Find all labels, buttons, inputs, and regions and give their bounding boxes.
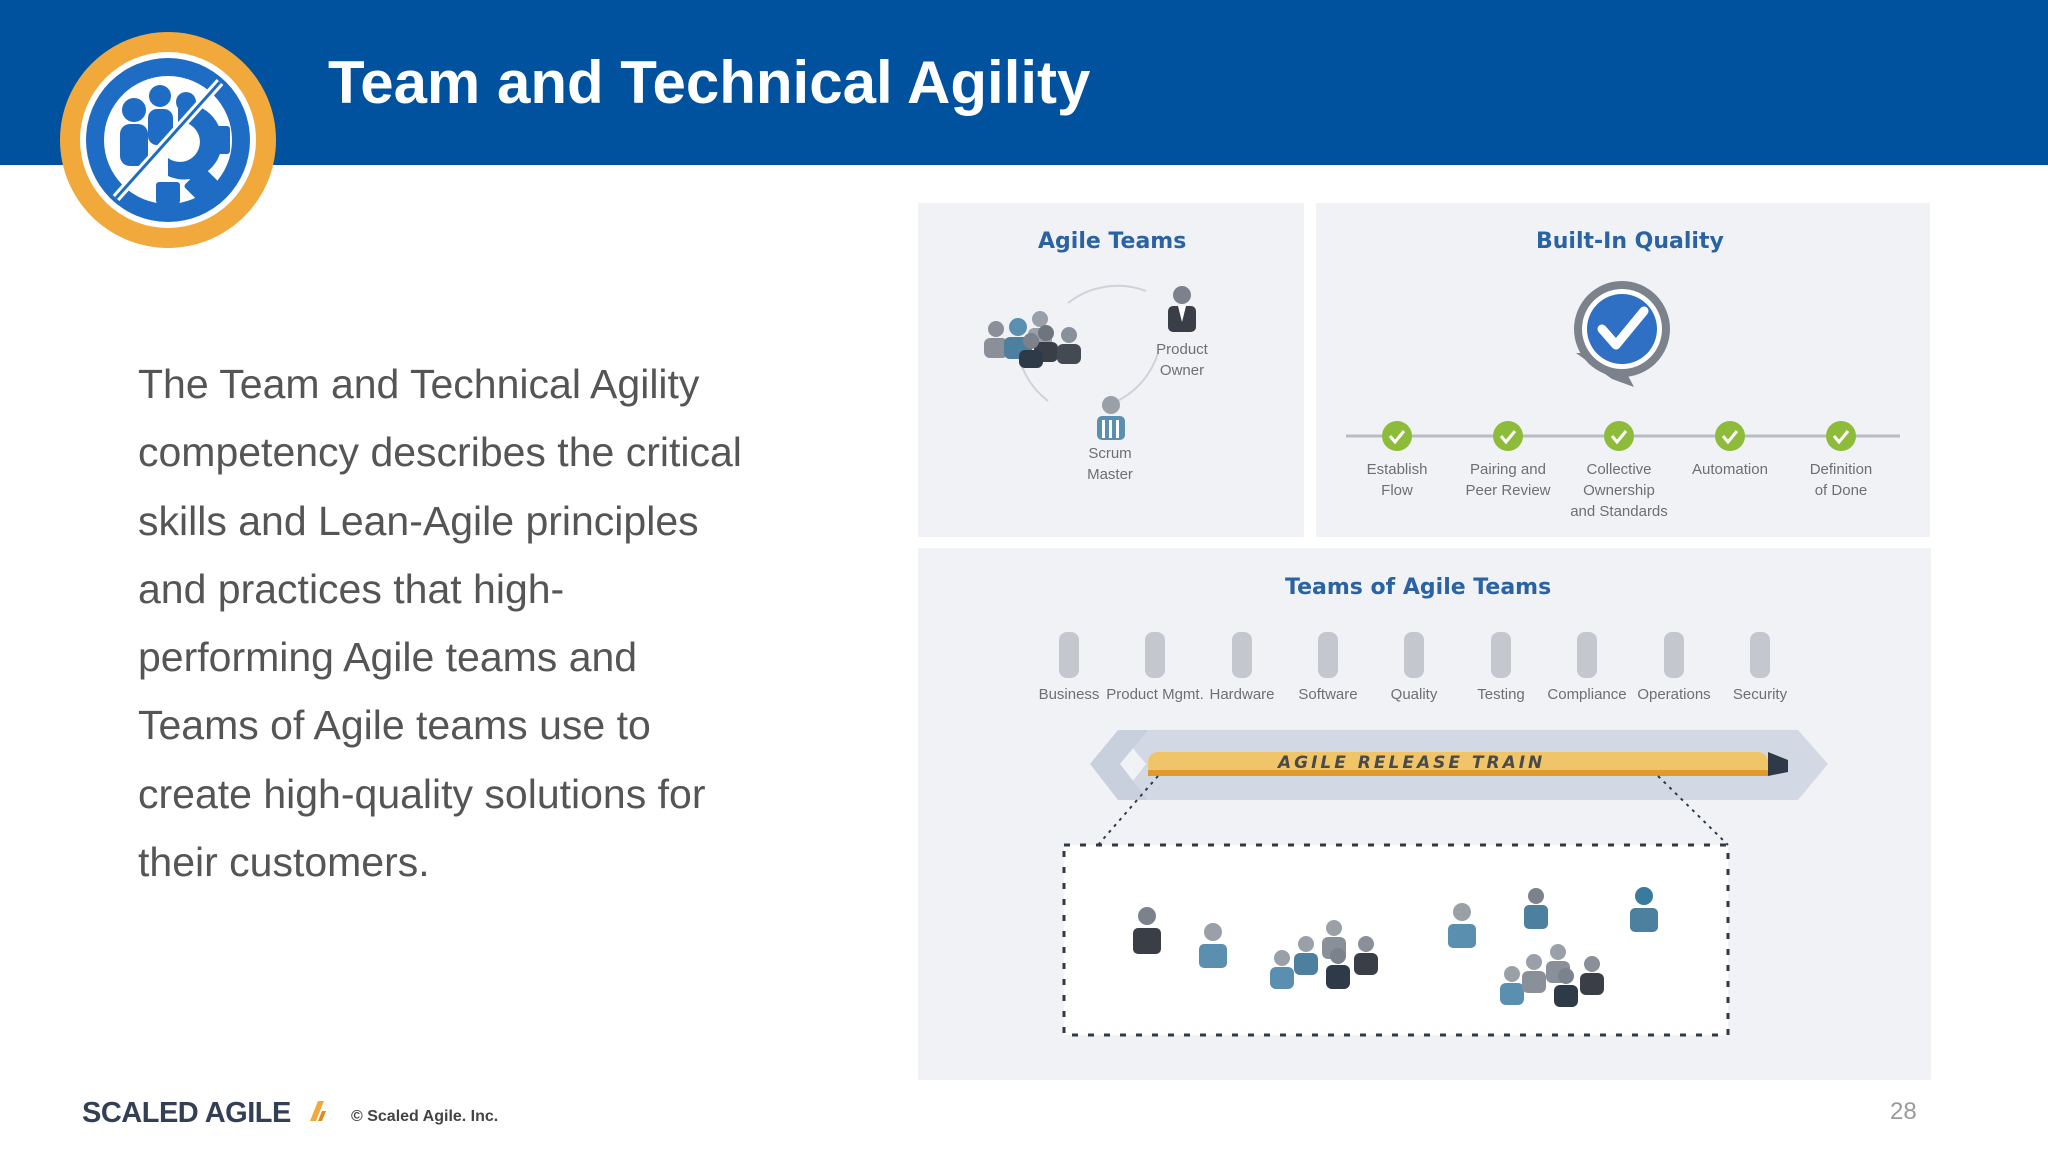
built-in-quality-panel: Built-In Quality Establish Flow Pairing … [1316,203,1930,537]
description-line: create high-quality solutions for [138,770,706,817]
slide-title: Team and Technical Agility [328,49,1091,116]
domain-label: Quality [1390,686,1438,703]
domain-label: Compliance [1547,686,1627,703]
description-line: and practices that high- [138,565,565,612]
domain-label: Software [1298,686,1358,703]
agile-release-train-label: AGILE RELEASE TRAIN [1278,753,1546,773]
team-group-icon [984,311,1081,368]
practice-label-line: of Done [1814,482,1868,499]
scrum-master-label: Scrum Master [1070,443,1150,485]
domain-label: Product Mgmt. [1106,686,1204,703]
practice-label: Pairing and Peer Review [1458,459,1558,501]
teams-of-agile-teams-illustration [1059,632,1828,1037]
practice-label-line: Peer Review [1465,482,1551,499]
scrum-master-label-line: Master [1087,466,1133,483]
copyright-notice: © Scaled Agile. Inc. [351,1108,499,1125]
description-line: Teams of Agile teams use to [138,702,651,749]
practice-check-icons [1382,421,1856,451]
competency-description: The Team and Technical Agility competenc… [138,350,798,896]
team-gear-icon [60,32,276,248]
page-number: 28 [1890,1098,1917,1125]
description-line: skills and Lean-Agile principles [138,497,699,544]
description-line: The Team and Technical Agility [138,361,700,407]
description-line: their customers. [138,839,430,886]
practice-label: Definition of Done [1791,459,1891,501]
agile-teams-illustration [984,284,1196,440]
practice-label-line: and Standards [1570,503,1668,520]
teams-of-agile-teams-panel: Teams of Agile Teams Business Product Mg… [918,548,1931,1080]
scrum-master-label-line: Scrum [1088,445,1132,462]
practice-label-line: Definition [1809,461,1873,478]
product-owner-label-line: Product [1156,341,1208,358]
built-in-quality-illustration [1346,281,1900,451]
practice-label-line: Flow [1381,482,1413,499]
scaled-agile-logo-mark-icon [310,1101,326,1121]
practice-label-line: Establish [1366,461,1428,478]
product-owner-label-line: Owner [1159,362,1205,379]
description-line: performing Agile teams and [138,634,638,681]
domain-label: Security [1732,686,1788,703]
product-owner-icon [1168,286,1196,332]
scaled-agile-logo: SCALED AGILE [82,1097,291,1129]
domain-label: Testing [1477,686,1525,703]
agile-teams-panel: Agile Teams Product Owner Scrum Master [918,203,1304,537]
train-icon [1148,752,1788,776]
practice-label: Automation [1680,459,1780,480]
practice-label: Establish Flow [1347,459,1447,501]
product-owner-label: Product Owner [1142,339,1222,381]
domain-label: Operations [1637,686,1711,703]
practice-label-line: Automation [1692,461,1768,478]
quality-check-icon [1574,281,1670,387]
practice-label: Collective Ownership and Standards [1569,459,1669,522]
practice-label-line: Pairing and [1470,461,1546,478]
practice-label-line: Collective [1586,461,1652,478]
header-bar [0,0,2048,165]
agile-teams-title: Agile Teams [1038,229,1187,254]
scrum-master-icon [1097,396,1125,440]
description-line: competency describes the critical [138,429,742,476]
practice-label-line: Ownership [1583,482,1655,499]
teams-of-agile-teams-title: Teams of Agile Teams [1285,575,1552,600]
built-in-quality-title: Built-In Quality [1536,229,1724,254]
domain-figure-icons [1059,632,1770,678]
team-members-icons [1133,887,1658,1007]
domain-label: Hardware [1209,686,1275,703]
domain-label: Business [1038,686,1100,703]
